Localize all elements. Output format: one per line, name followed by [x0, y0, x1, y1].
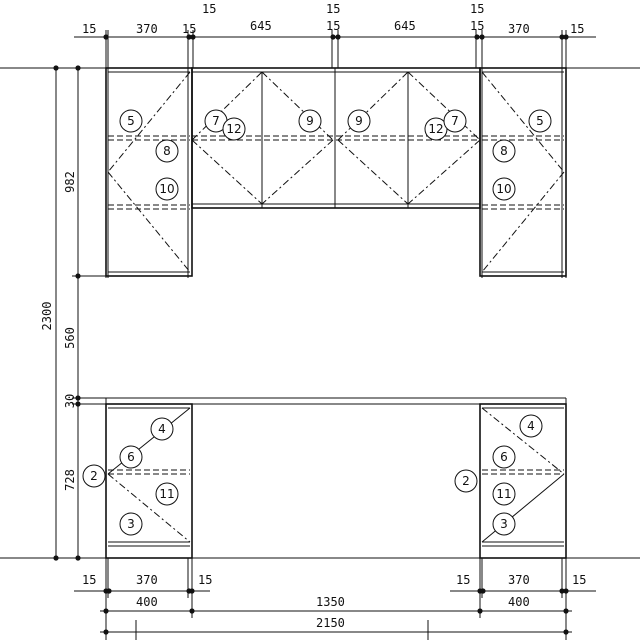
dim-bottom-400b: 400 [508, 595, 530, 609]
dim-top-15-raised-c: 15 [470, 2, 484, 16]
callout-2-left: 2 [82, 464, 106, 488]
callout-3-left: 3 [119, 512, 143, 536]
svg-text:12: 12 [428, 122, 443, 136]
svg-text:3: 3 [127, 517, 135, 531]
countertop [80, 397, 567, 405]
dim-left-560: 560 [63, 327, 77, 349]
svg-text:5: 5 [127, 114, 135, 128]
callout-10-right: 10 [492, 177, 516, 201]
svg-text:10: 10 [496, 182, 511, 196]
svg-text:10: 10 [159, 182, 174, 196]
svg-text:4: 4 [527, 419, 535, 433]
dim-left-728: 728 [63, 469, 77, 491]
dim-top-370a: 370 [136, 22, 158, 36]
dim-left-982: 982 [63, 171, 77, 193]
dim-left-30: 30 [63, 394, 77, 408]
callout-6-right: 6 [492, 445, 516, 469]
dim-bottom-15c: 15 [456, 573, 470, 587]
callout-11-right: 11 [492, 482, 516, 506]
svg-text:9: 9 [306, 114, 314, 128]
dim-bottom-2150: 2150 [316, 616, 345, 630]
dim-bottom-15a: 15 [82, 573, 96, 587]
svg-text:2: 2 [462, 474, 470, 488]
dim-top-15e: 15 [570, 22, 584, 36]
svg-text:6: 6 [127, 450, 135, 464]
svg-text:11: 11 [159, 487, 174, 501]
dim-top-15a: 15 [82, 22, 96, 36]
left-dimension-chain [50, 65, 110, 561]
callout-4-right: 4 [519, 414, 543, 438]
callout-6-left: 6 [119, 445, 143, 469]
svg-text:7: 7 [451, 114, 459, 128]
dim-bottom-1350: 1350 [316, 595, 345, 609]
dim-top-15d: 15 [470, 19, 484, 33]
bottom-dimension-chain [74, 558, 596, 640]
svg-text:12: 12 [226, 122, 241, 136]
svg-text:6: 6 [500, 450, 508, 464]
upper-right-cabinet [479, 67, 567, 277]
dim-top-370b: 370 [508, 22, 530, 36]
svg-text:5: 5 [536, 114, 544, 128]
dim-bottom-400a: 400 [136, 595, 158, 609]
callout-9-right: 9 [347, 109, 371, 133]
svg-text:2: 2 [90, 469, 98, 483]
dim-bottom-370a: 370 [136, 573, 158, 587]
callout-4-left: 4 [150, 417, 174, 441]
callout-8-right: 8 [492, 139, 516, 163]
callout-5-right: 5 [528, 109, 552, 133]
callout-8-left: 8 [155, 139, 179, 163]
callout-7-right: 7 [443, 109, 467, 133]
dim-bottom-15b: 15 [198, 573, 212, 587]
callout-12-left: 12 [222, 117, 246, 141]
dim-top-15c: 15 [326, 19, 340, 33]
upper-left-cabinet [105, 67, 193, 277]
svg-text:3: 3 [500, 517, 508, 531]
dim-bottom-370b: 370 [508, 573, 530, 587]
callout-10-left: 10 [155, 177, 179, 201]
callout-3-right: 3 [492, 512, 516, 536]
svg-text:4: 4 [158, 422, 166, 436]
svg-text:8: 8 [163, 144, 171, 158]
dim-top-645b: 645 [394, 19, 416, 33]
callout-9-left: 9 [298, 109, 322, 133]
dim-top-15b: 15 [182, 22, 196, 36]
callout-2-right: 2 [454, 469, 478, 493]
dim-bottom-15d: 15 [572, 573, 586, 587]
callout-5-left: 5 [119, 109, 143, 133]
callout-11-left: 11 [155, 482, 179, 506]
svg-text:11: 11 [496, 487, 511, 501]
dim-top-15-raised-b: 15 [326, 2, 340, 16]
dim-top-645a: 645 [250, 19, 272, 33]
svg-text:7: 7 [212, 114, 220, 128]
dim-top-15-raised-a: 15 [202, 2, 216, 16]
lower-right-cabinet [479, 403, 567, 559]
dim-left-2300: 2300 [40, 302, 54, 331]
callout-12-right: 12 [424, 117, 448, 141]
svg-text:9: 9 [355, 114, 363, 128]
lower-left-cabinet [105, 403, 193, 559]
svg-text:8: 8 [500, 144, 508, 158]
